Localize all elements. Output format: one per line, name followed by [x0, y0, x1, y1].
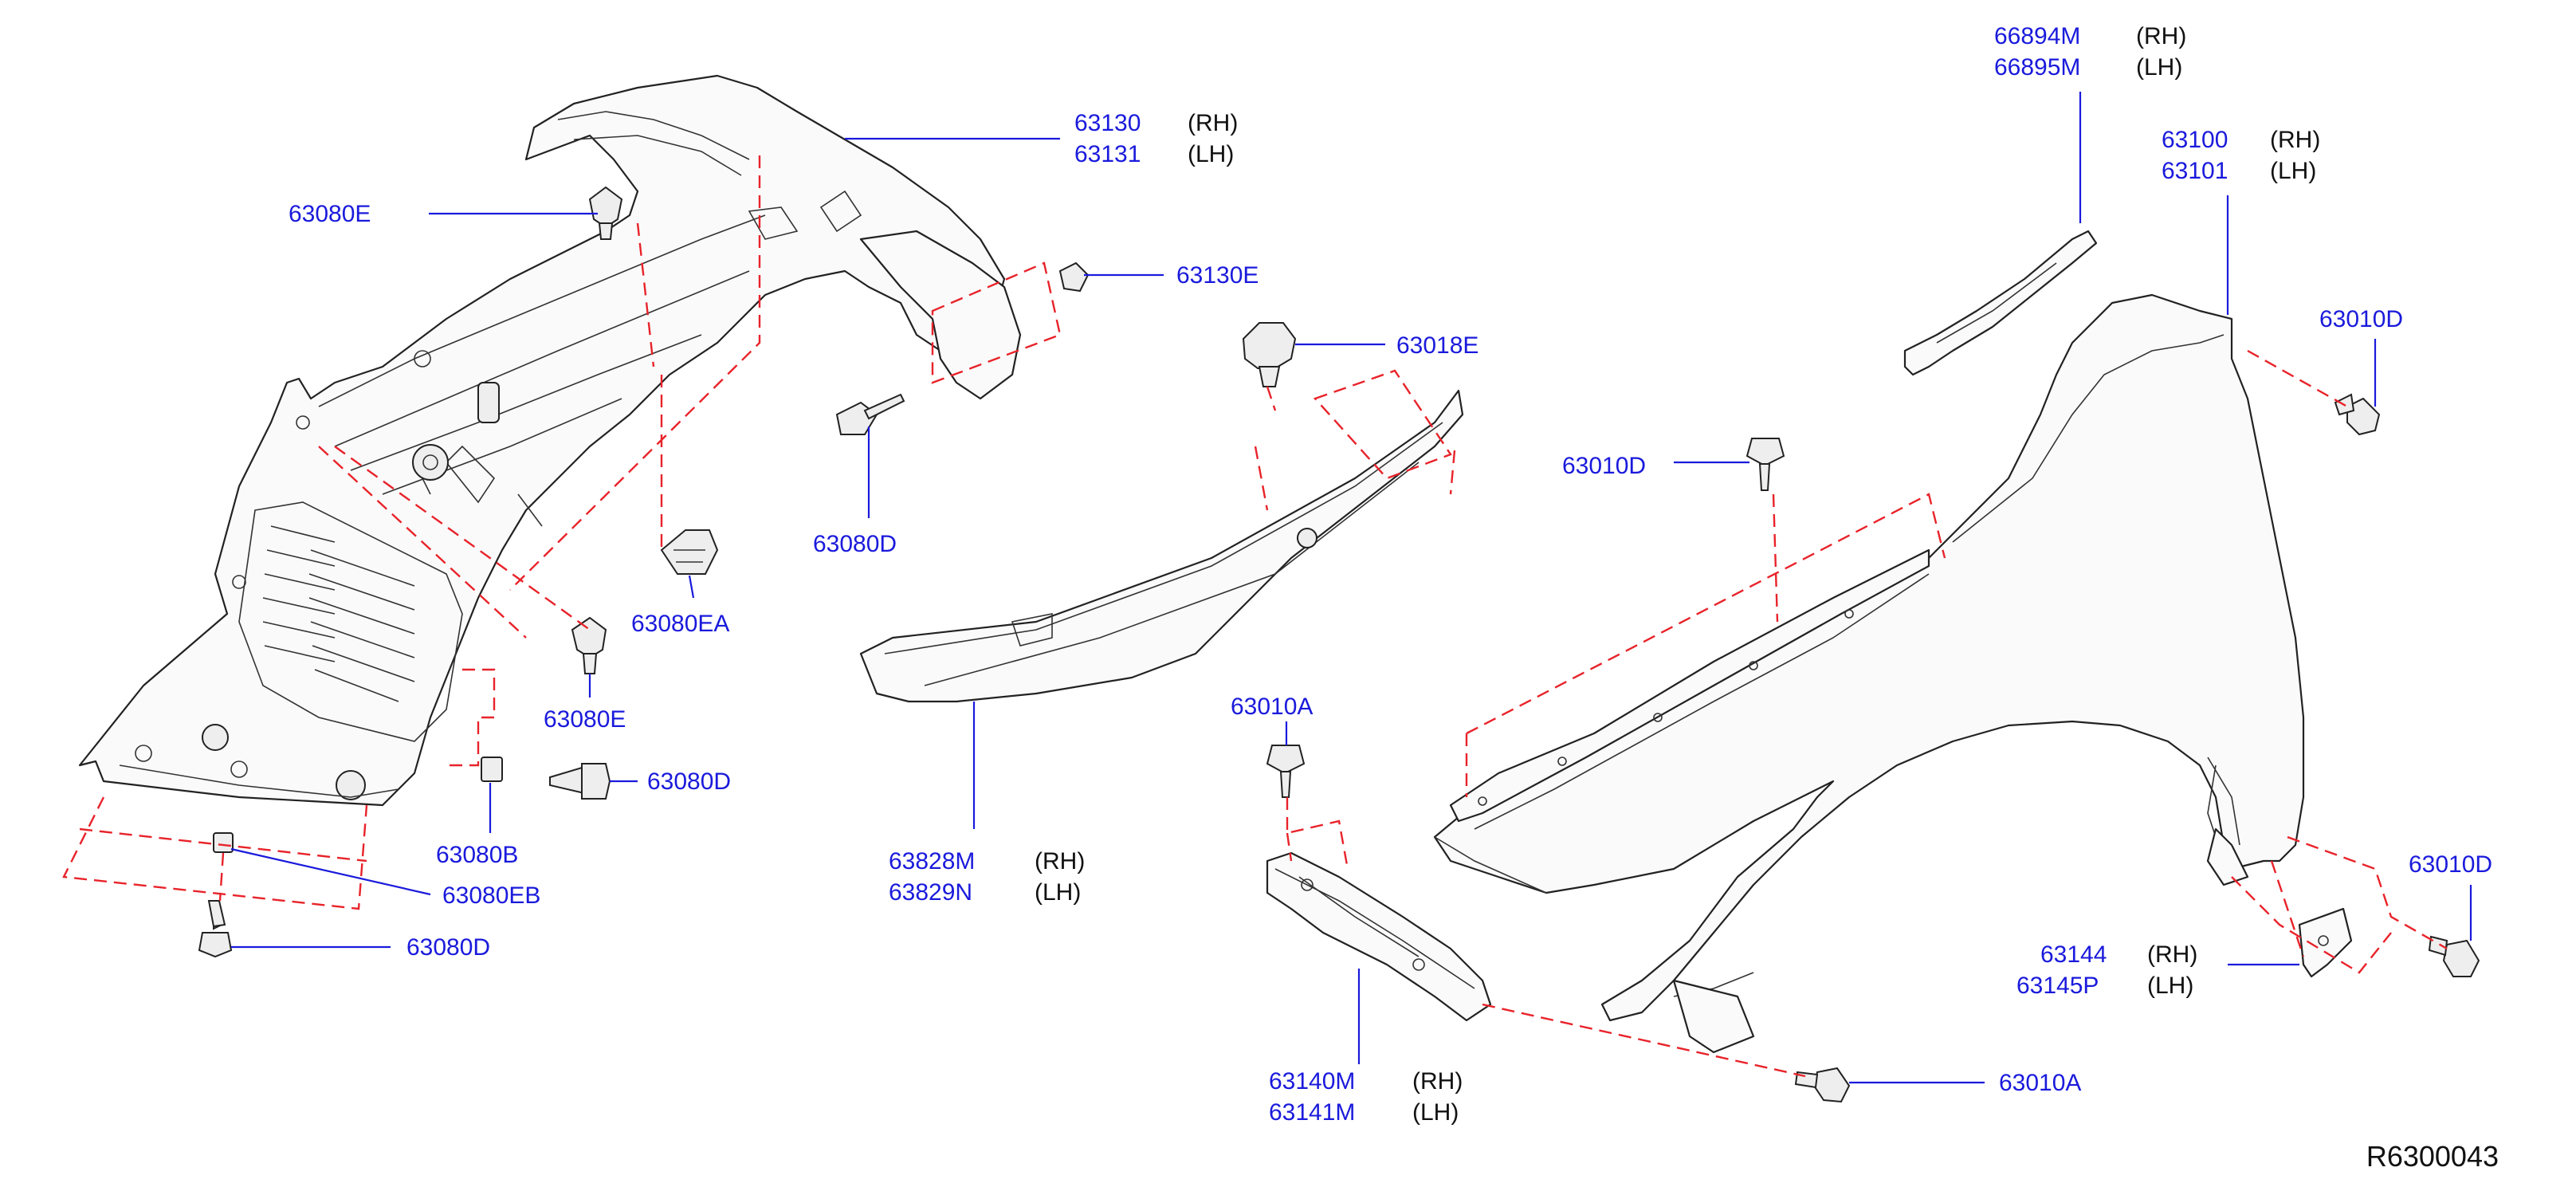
nut-63080EB	[213, 832, 234, 853]
fender-seal-63828M	[859, 389, 1464, 703]
side-tag-rh: (RH)	[1412, 1068, 1463, 1095]
install-lines-liner	[62, 155, 1062, 910]
callout-63010D-right: 63010D	[2409, 851, 2492, 878]
install-lines-seal	[1254, 369, 1456, 511]
side-tag-lh: (LH)	[1035, 879, 1081, 906]
part-number-rh: 66894M	[1994, 23, 2080, 49]
bracket-63144	[2298, 907, 2353, 978]
callout-63018E: 63018E	[1396, 332, 1478, 359]
callout-63080B: 63080B	[436, 842, 518, 868]
grommet-63080EA	[660, 529, 719, 575]
callout-63080EB: 63080EB	[442, 882, 540, 909]
callout-63130E: 63130E	[1176, 262, 1259, 289]
callout-63080EA: 63080EA	[631, 611, 729, 637]
bolt-63010D-top	[2334, 393, 2381, 436]
bracket-63140M	[1266, 851, 1492, 1022]
callout-63010A-bottom: 63010A	[1999, 1070, 2081, 1096]
part-number-lh: 63145P	[2016, 973, 2099, 999]
cover-66894M	[1903, 230, 2098, 376]
callout-63144: 63144 (RH) 63145P (LH)	[2016, 941, 2197, 999]
part-number-rh: 63144	[2040, 941, 2107, 968]
side-tag-lh: (LH)	[2147, 973, 2193, 999]
screw-63080D-bottom	[198, 900, 233, 958]
side-tag-rh: (RH)	[1035, 848, 1085, 874]
clip-63080E-low	[571, 616, 607, 674]
side-tag-lh: (LH)	[1412, 1099, 1459, 1126]
side-tag-lh: (LH)	[2136, 54, 2182, 81]
side-tag-lh: (LH)	[2270, 158, 2316, 184]
callout-63080D-clip: 63080D	[647, 768, 731, 795]
screw-63080D-clip	[549, 763, 611, 800]
callout-63080D-mid: 63080D	[813, 531, 897, 557]
part-number-lh: 66895M	[1994, 54, 2080, 81]
callout-63100: 63100 (RH) 63101 (LH)	[2162, 127, 2320, 184]
bolt-63010D-mid	[1745, 438, 1785, 491]
clip-63080B	[481, 757, 503, 782]
callout-63010A-top: 63010A	[1231, 694, 1313, 720]
callout-66894M: 66894M (RH) 66895M (LH)	[1994, 23, 2186, 81]
clip-63080E-top	[588, 186, 623, 240]
callout-63130: 63130 (RH) 63131 (LH)	[1074, 110, 1238, 167]
part-number-lh: 63141M	[1269, 1099, 1355, 1126]
part-number-rh: 63130	[1074, 110, 1141, 136]
bolt-63010A-top	[1266, 745, 1306, 798]
part-number-lh: 63829N	[889, 879, 972, 906]
part-number-rh: 63140M	[1269, 1068, 1355, 1095]
callout-63140M: 63140M (RH) 63141M (LH)	[1269, 1068, 1463, 1126]
side-tag-lh: (LH)	[1188, 141, 1234, 167]
callout-63080D-bottom: 63080D	[406, 934, 490, 961]
side-tag-rh: (RH)	[1188, 110, 1238, 136]
bolt-63010D-right	[2428, 935, 2480, 977]
callout-63010D-top: 63010D	[2319, 306, 2403, 332]
screw-63080D-mid	[835, 393, 905, 435]
bolt-63010A-bottom	[1794, 1067, 1851, 1103]
callout-63080E-top: 63080E	[289, 201, 371, 227]
front-fender	[1433, 293, 2305, 1054]
clip-63018E	[1242, 322, 1297, 387]
callout-63080E-low: 63080E	[544, 706, 626, 733]
side-tag-rh: (RH)	[2270, 127, 2320, 153]
leader-lines	[230, 92, 2472, 1084]
callout-63010D-mid: 63010D	[1562, 453, 1646, 479]
side-tag-rh: (RH)	[2147, 941, 2197, 968]
install-lines-fender	[1286, 349, 2448, 1078]
fender-flange-bracket	[1449, 548, 1930, 823]
part-number-lh: 63101	[2162, 158, 2228, 184]
diagram-reference-code: R6300043	[2366, 1140, 2499, 1173]
fender-liner	[78, 74, 1022, 807]
clip-63130E	[1058, 261, 1090, 293]
part-number-rh: 63828M	[889, 848, 975, 874]
part-number-lh: 63131	[1074, 141, 1141, 167]
part-number-rh: 63100	[2162, 127, 2228, 153]
callout-63828M: 63828M (RH) 63829N (LH)	[889, 848, 1085, 906]
side-tag-rh: (RH)	[2136, 23, 2186, 49]
